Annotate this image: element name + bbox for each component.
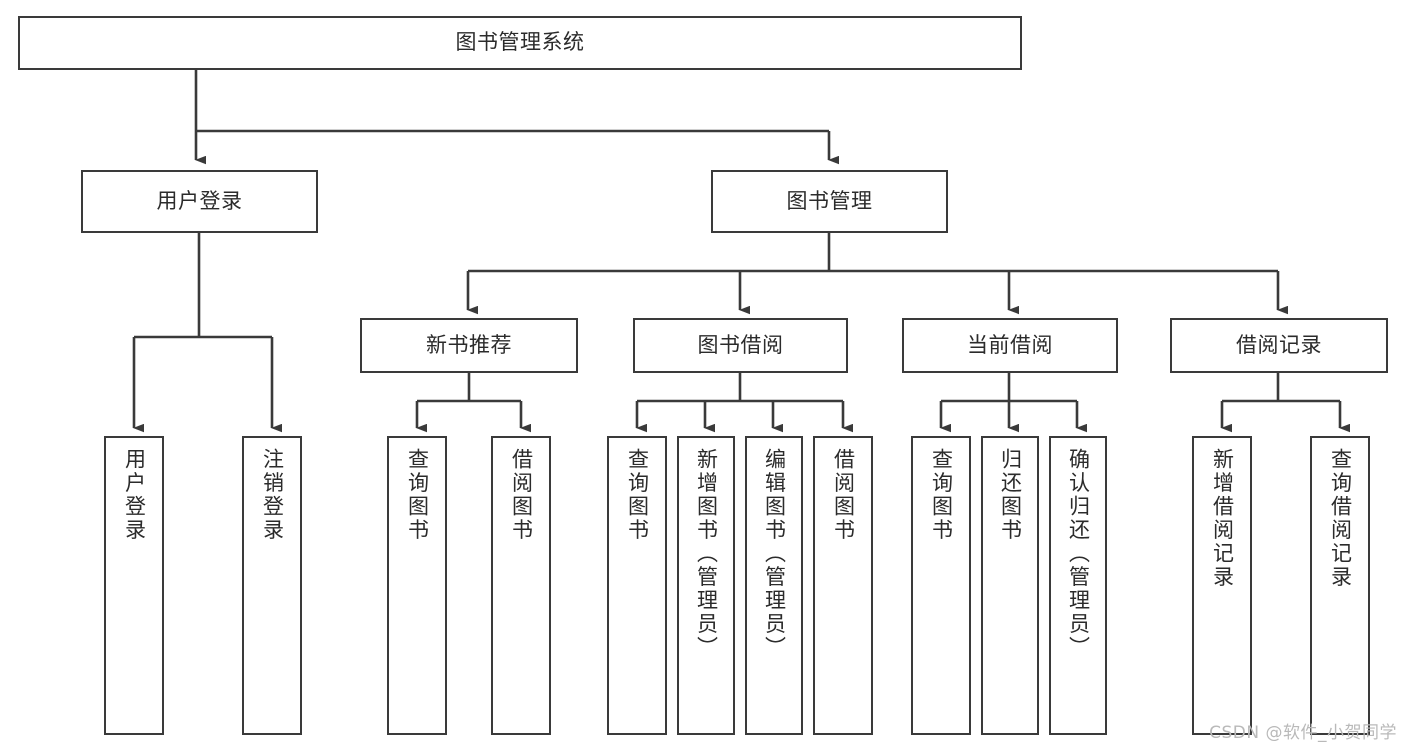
node-label: 图书借阅 <box>697 332 784 357</box>
node-label: 借阅记录 <box>1236 332 1322 357</box>
leaf-borrow-book[interactable]: 借阅图书 <box>813 436 873 735</box>
node-label: 注销登录 <box>260 448 285 542</box>
node-current-borrow[interactable]: 当前借阅 <box>902 318 1118 373</box>
node-label: 当前借阅 <box>967 332 1053 357</box>
leaf-add-book-admin[interactable]: 新增图书（管理员） <box>677 436 735 735</box>
node-root-system[interactable]: 图书管理系统 <box>18 16 1022 70</box>
node-label: 新书推荐 <box>426 332 512 357</box>
node-label: 查询图书 <box>929 448 954 542</box>
node-book-management[interactable]: 图书管理 <box>711 170 948 233</box>
node-label: 新增图书（管理员） <box>694 448 719 660</box>
node-label: 编辑图书（管理员） <box>762 448 787 660</box>
node-label: 借阅图书 <box>831 448 856 542</box>
leaf-add-borrow-record[interactable]: 新增借阅记录 <box>1192 436 1252 735</box>
leaf-user-login[interactable]: 用户登录 <box>104 436 164 735</box>
node-label: 借阅图书 <box>509 448 534 542</box>
node-label: 图书管理 <box>786 188 873 213</box>
leaf-return-book[interactable]: 归还图书 <box>981 436 1039 735</box>
node-user-login[interactable]: 用户登录 <box>81 170 318 233</box>
leaf-logout[interactable]: 注销登录 <box>242 436 302 735</box>
node-label: 用户登录 <box>122 448 147 542</box>
leaf-edit-book-admin[interactable]: 编辑图书（管理员） <box>745 436 803 735</box>
leaf-query-book-current[interactable]: 查询图书 <box>911 436 971 735</box>
node-label: 确认归还（管理员） <box>1066 448 1091 660</box>
leaf-confirm-return-admin[interactable]: 确认归还（管理员） <box>1049 436 1107 735</box>
node-book-borrow[interactable]: 图书借阅 <box>633 318 848 373</box>
leaf-query-book-recommend[interactable]: 查询图书 <box>387 436 447 735</box>
node-label: 查询图书 <box>405 448 430 542</box>
node-label: 新增借阅记录 <box>1210 448 1235 589</box>
node-label: 图书管理系统 <box>455 30 585 55</box>
node-new-book-recommend[interactable]: 新书推荐 <box>360 318 578 373</box>
node-label: 查询借阅记录 <box>1328 448 1353 589</box>
leaf-query-book-borrow[interactable]: 查询图书 <box>607 436 667 735</box>
csdn-watermark: CSDN @软件_小贺同学 <box>1209 723 1397 743</box>
node-label: 归还图书 <box>998 448 1023 542</box>
node-label: 查询图书 <box>625 448 650 542</box>
node-label: 用户登录 <box>156 188 243 213</box>
node-borrow-record[interactable]: 借阅记录 <box>1170 318 1388 373</box>
leaf-borrow-book-recommend[interactable]: 借阅图书 <box>491 436 551 735</box>
leaf-query-borrow-record[interactable]: 查询借阅记录 <box>1310 436 1370 735</box>
